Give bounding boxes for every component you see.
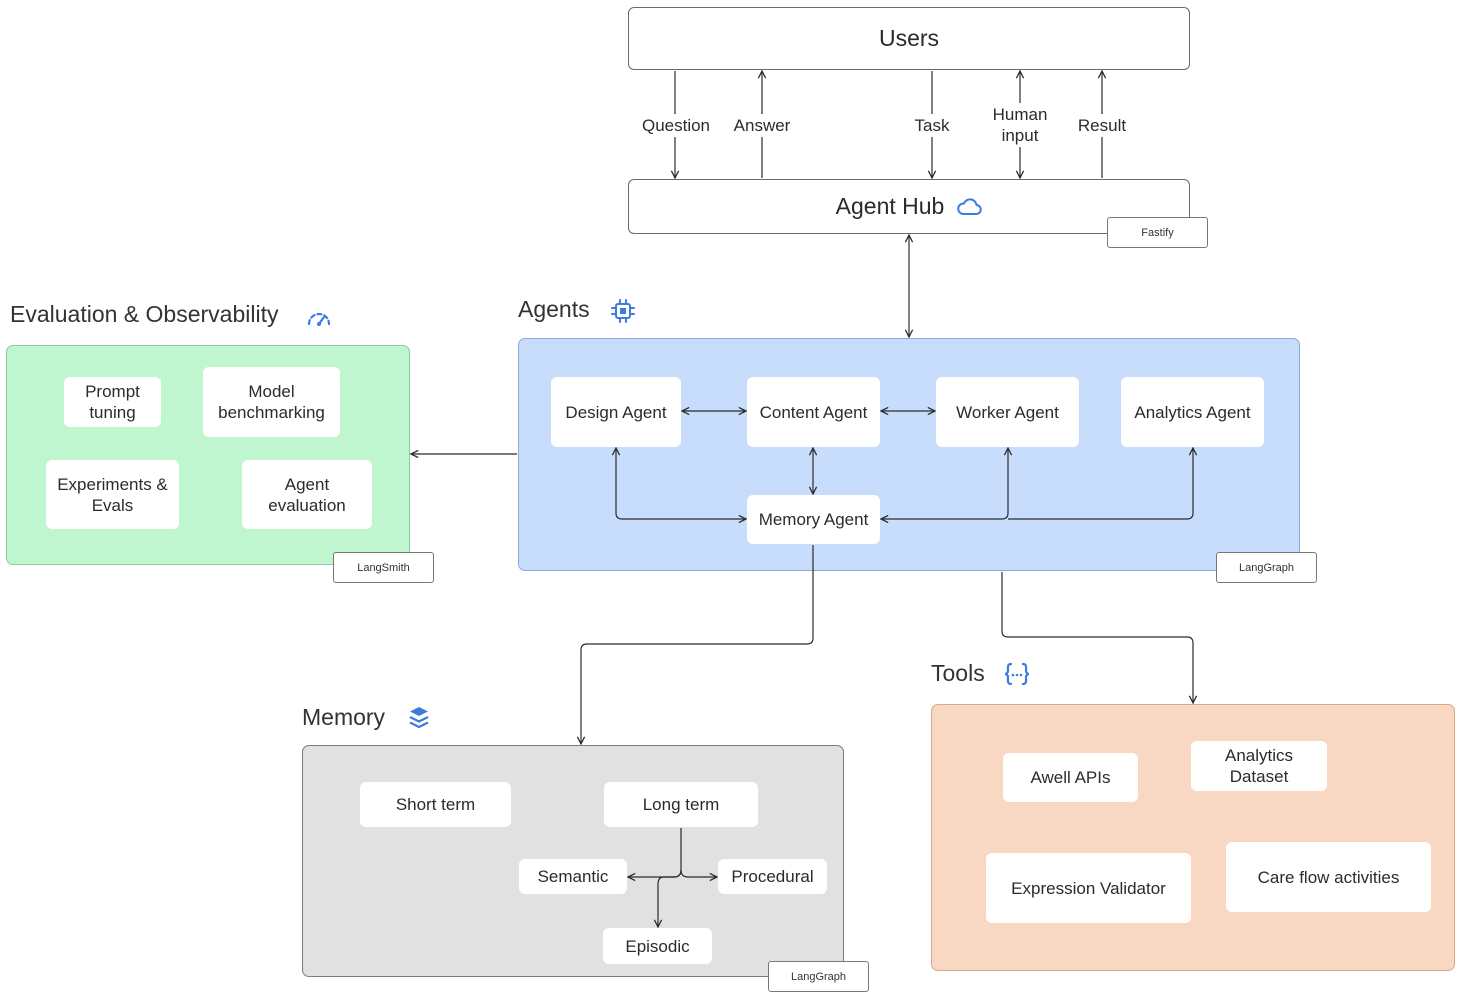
tools-title: Tools <box>931 660 985 687</box>
memory-langgraph-tag-label: LangGraph <box>790 970 847 983</box>
eval-card-model-benchmarking: Model benchmarking <box>203 367 340 437</box>
tool-card-analytics-dataset: Analytics Dataset <box>1191 741 1327 791</box>
tools-title-text: Tools <box>931 660 985 686</box>
agent-card-content: Content Agent <box>747 377 880 447</box>
gauge-icon <box>306 305 332 332</box>
agents-title-text: Agents <box>518 296 590 322</box>
memory-langgraph-tag: LangGraph <box>768 961 869 992</box>
cloud-icon <box>956 197 983 216</box>
agent-hub-label: Agent Hub <box>835 193 945 219</box>
agents-title: Agents <box>518 296 590 323</box>
agent-card-analytics: Analytics Agent <box>1121 377 1264 447</box>
agent-card-memory: Memory Agent <box>747 495 880 544</box>
agent-hub-box: Agent Hub <box>628 179 1190 234</box>
chip-icon <box>610 298 636 329</box>
agent-card-design: Design Agent <box>551 377 681 447</box>
longterm-episodic-arrow <box>658 869 682 927</box>
tool-card-expression-validator: Expression Validator <box>986 853 1191 923</box>
evaluation-title-text: Evaluation & Observability <box>10 301 279 327</box>
design-memory-arrow <box>616 448 746 519</box>
agents-tools-arrow <box>1001 572 1193 703</box>
braces-icon <box>1003 662 1031 691</box>
tools-panel <box>931 704 1455 971</box>
task-label: Task <box>910 114 954 137</box>
users-label: Users <box>878 25 940 51</box>
longterm-semantic-arrow <box>628 828 682 877</box>
eval-card-experiments-evals: Experiments & Evals <box>46 460 179 529</box>
langsmith-tag-label: LangSmith <box>357 561 410 574</box>
question-label: Question <box>639 114 713 137</box>
layers-icon <box>408 705 430 736</box>
worker-memory-arrow <box>881 448 1008 519</box>
agent-card-worker: Worker Agent <box>936 377 1079 447</box>
memory-card-semantic: Semantic <box>519 859 627 894</box>
agents-langgraph-tag: LangGraph <box>1216 552 1317 583</box>
analytics-memory-arrow <box>1008 448 1193 520</box>
agents-memory-arrow <box>581 545 814 744</box>
eval-card-prompt-tuning: Prompt tuning <box>64 377 161 427</box>
result-label: Result <box>1074 114 1130 137</box>
human-input-label: Human input <box>988 103 1052 147</box>
answer-label: Answer <box>730 114 794 137</box>
evaluation-title: Evaluation & Observability <box>10 301 278 328</box>
agents-langgraph-tag-label: LangGraph <box>1238 561 1295 574</box>
langsmith-tag: LangSmith <box>333 552 434 583</box>
eval-card-agent-evaluation: Agent evaluation <box>242 460 372 529</box>
longterm-procedural-arrow <box>680 869 717 877</box>
memory-card-long-term: Long term <box>604 782 758 827</box>
fastify-tag-label: Fastify <box>1141 226 1174 239</box>
memory-card-procedural: Procedural <box>718 859 827 894</box>
memory-title: Memory <box>302 704 385 731</box>
memory-card-episodic: Episodic <box>603 928 712 964</box>
fastify-tag: Fastify <box>1107 217 1208 248</box>
users-box: Users <box>628 7 1190 70</box>
tool-card-awell-apis: Awell APIs <box>1003 753 1138 802</box>
memory-title-text: Memory <box>302 704 386 730</box>
memory-card-short-term: Short term <box>360 782 511 827</box>
tool-card-care-flow-activities: Care flow activities <box>1226 842 1431 912</box>
